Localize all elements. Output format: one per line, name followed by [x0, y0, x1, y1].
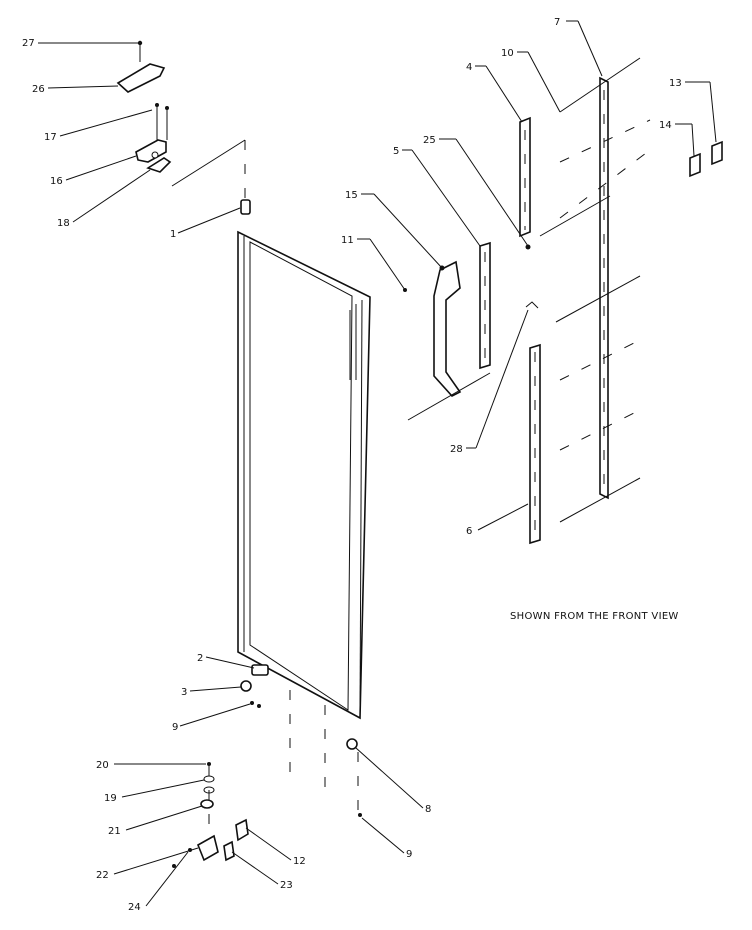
callout-2: 2	[197, 653, 203, 664]
bottom-hinge-parts	[172, 664, 362, 868]
callout-5: 5	[393, 146, 399, 157]
callout-9-right: 9	[406, 849, 412, 860]
callout-10: 10	[501, 48, 514, 59]
callout-23: 23	[280, 880, 293, 891]
callout-18: 18	[57, 218, 70, 229]
callout-20: 20	[96, 760, 109, 771]
callout-1: 1	[170, 229, 176, 240]
callout-26: 26	[32, 84, 45, 95]
callout-17: 17	[44, 132, 57, 143]
callout-3: 3	[181, 687, 187, 698]
callout-4: 4	[466, 62, 472, 73]
callout-24: 24	[128, 902, 141, 913]
handle-trim-middle	[479, 241, 491, 370]
callout-9-left: 9	[172, 722, 178, 733]
hinge-bushing-top	[240, 199, 251, 215]
callout-labels: 27 26 17 16 18 1 2 3 9 20 19 21 22 24 12…	[22, 17, 682, 913]
callout-13: 13	[669, 78, 682, 89]
leader-lines	[38, 20, 717, 907]
extension-lines	[407, 57, 651, 523]
callout-14: 14	[659, 120, 672, 131]
callout-7: 7	[554, 17, 560, 28]
callout-16: 16	[50, 176, 63, 187]
callout-6: 6	[466, 526, 472, 537]
handle-trim-upper	[519, 116, 531, 238]
callout-8: 8	[425, 804, 431, 815]
diagram-caption: SHOWN FROM THE FRONT VIEW	[510, 611, 679, 622]
callout-22: 22	[96, 870, 109, 881]
door-panel	[237, 230, 371, 720]
callout-21: 21	[108, 826, 121, 837]
hinge-screws	[137, 40, 169, 140]
small-brackets	[403, 140, 723, 309]
top-hinge	[135, 139, 172, 173]
callout-28: 28	[450, 444, 463, 455]
callout-25: 25	[423, 135, 436, 146]
callout-11: 11	[341, 235, 354, 246]
callout-12: 12	[293, 856, 306, 867]
hinge-cover	[116, 63, 166, 93]
handle	[433, 260, 462, 397]
callout-19: 19	[104, 793, 117, 804]
callout-27: 27	[22, 38, 35, 49]
callout-15: 15	[345, 190, 358, 201]
top-hinge-link	[171, 139, 246, 187]
handle-trim-lower	[529, 343, 541, 545]
